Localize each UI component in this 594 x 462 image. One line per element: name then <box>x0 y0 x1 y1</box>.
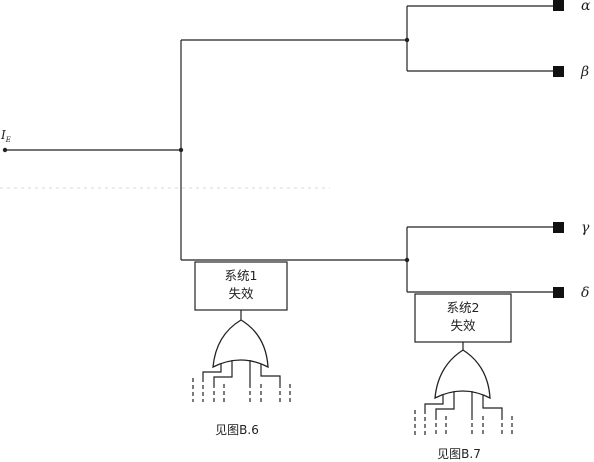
or-gate-2 <box>434 349 491 400</box>
branch-lower <box>404 226 553 293</box>
outcome-label-delta: δ <box>581 285 589 301</box>
terminal-beta <box>553 66 564 77</box>
outcome-label-alpha: α <box>581 0 591 14</box>
or-gate-1 <box>212 319 269 369</box>
upper-branch-node <box>404 37 410 43</box>
branch-system1 <box>178 39 407 261</box>
system1-title: 系统1 <box>225 268 258 283</box>
initiating-event: IE <box>0 128 181 153</box>
branch-upper <box>404 5 553 72</box>
terminal-delta <box>553 287 564 298</box>
gate1-inputs <box>192 360 291 402</box>
outcome-label-gamma: γ <box>581 220 590 236</box>
system1-subtitle: 失效 <box>228 286 254 301</box>
outcome-label-beta: β <box>580 64 589 80</box>
branch1-node <box>178 147 184 153</box>
system2-box <box>414 293 512 343</box>
terminal-alpha <box>553 0 564 11</box>
system2-failure-block: 系统2 失效 见图B.7 <box>414 293 513 461</box>
system2-title: 系统2 <box>447 300 480 315</box>
system1-failure-block: 系统1 失效 见图B.6 <box>192 261 291 437</box>
lower-branch-node <box>404 257 410 263</box>
terminal-gamma <box>553 222 564 233</box>
input-label: IE <box>0 128 11 144</box>
system1-box <box>194 261 288 311</box>
system2-subtitle: 失效 <box>450 318 476 333</box>
system2-reference: 见图B.7 <box>437 447 481 461</box>
system1-reference: 见图B.6 <box>215 423 259 437</box>
gate2-inputs <box>414 391 513 436</box>
